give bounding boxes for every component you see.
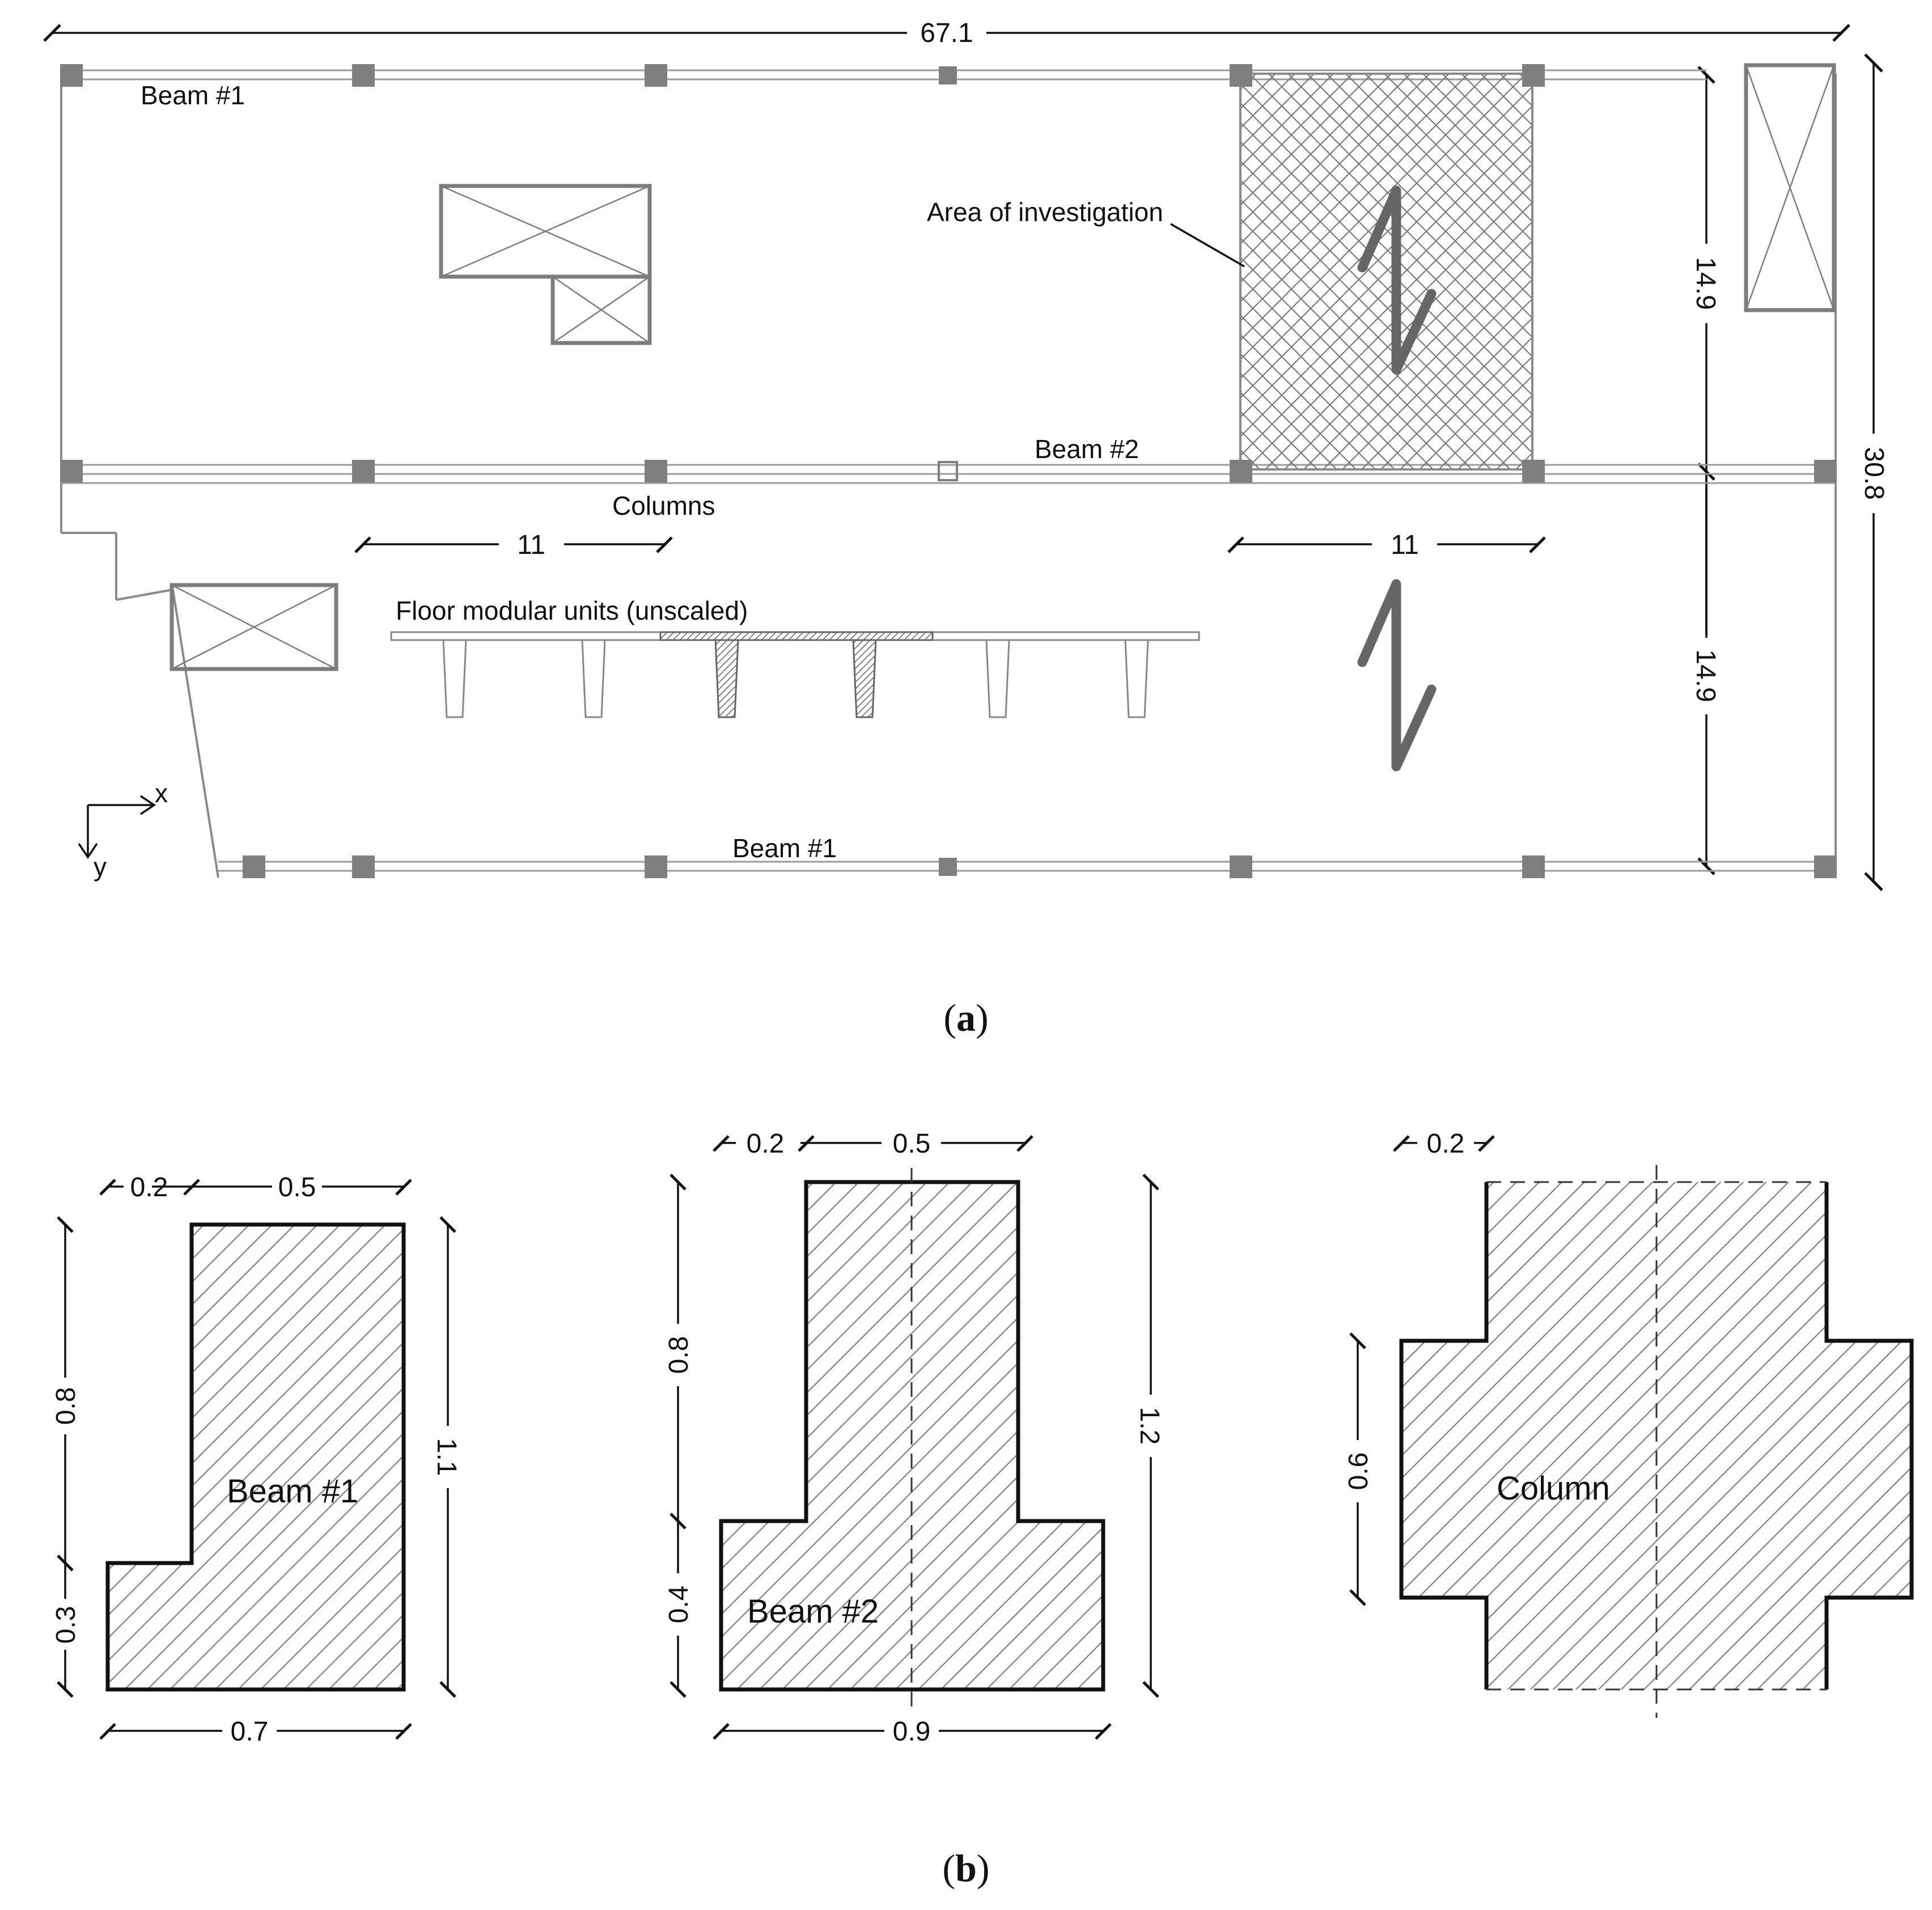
caption-a: (a) — [943, 996, 988, 1039]
beam2-dim-top-right: 0.5 — [893, 1129, 931, 1159]
beam1-dim-top-right: 0.5 — [278, 1172, 316, 1202]
beam2-dim-left-lower: 0.4 — [664, 1586, 694, 1624]
beam1-section-label: Beam #1 — [227, 1473, 358, 1510]
beam2-dim-top-left: 0.2 — [747, 1129, 785, 1159]
column — [645, 64, 667, 87]
beam1-dim-right: 1.1 — [431, 1438, 461, 1476]
column — [352, 856, 375, 878]
column — [352, 460, 375, 482]
floor-unit-rib — [1124, 639, 1149, 718]
building-outline — [60, 74, 1837, 878]
span-direction-mark-top — [1357, 185, 1437, 375]
beam2-dim-bottom: 0.9 — [893, 1717, 931, 1747]
opening-bottom-left — [170, 583, 338, 671]
column-spacing-right-label: 11 — [1391, 530, 1419, 560]
axes-indicator: x y — [78, 778, 168, 882]
caption-b: (b) — [942, 1847, 989, 1890]
floor-unit-rib-hatched — [714, 639, 739, 718]
floor-unit-rib — [985, 639, 1010, 718]
beam2-dim-right: 1.2 — [1134, 1407, 1164, 1445]
label-beam1-top: Beam #1 — [141, 81, 245, 110]
axis-y-label: y — [94, 852, 107, 882]
opening-top-right — [1744, 63, 1836, 312]
dimension-column-spacing-left: 11 — [354, 530, 673, 560]
column — [939, 858, 957, 876]
column — [1522, 64, 1545, 87]
columns — [60, 64, 1837, 878]
column — [1230, 64, 1252, 87]
span-direction-mark-bottom — [1357, 579, 1437, 772]
floor-unit-rib — [581, 639, 606, 718]
column — [1814, 856, 1837, 878]
column — [645, 460, 667, 482]
column — [1230, 856, 1252, 878]
opening-l-shaped — [439, 184, 652, 345]
column — [243, 856, 265, 878]
column — [1814, 460, 1837, 482]
floor-plan-panel: 67.1 30.8 14.9 14.9 — [43, 18, 1889, 891]
section-beam1: Beam #1 0.2 0.5 0.7 0.8 0.3 — [51, 1172, 461, 1747]
area-leader-line — [1170, 223, 1245, 268]
column — [1522, 856, 1545, 878]
dimension-overall-length: 67.1 — [43, 18, 1850, 48]
beam1-dim-left-lower: 0.3 — [51, 1606, 81, 1644]
beam2-dim-left-upper: 0.8 — [664, 1336, 694, 1374]
label-columns: Columns — [612, 491, 715, 520]
column — [1522, 460, 1545, 482]
beam1-dim-bottom: 0.7 — [231, 1717, 269, 1747]
dimension-column-spacing-right: 11 — [1227, 530, 1546, 560]
column — [352, 64, 375, 87]
overall-length-label: 67.1 — [920, 18, 973, 48]
column-section-outline-left — [1399, 1182, 1489, 1689]
column-section-label: Column — [1497, 1470, 1610, 1507]
label-area-of-investigation: Area of investigation — [927, 197, 1163, 227]
floor-unit-rib-hatched — [852, 639, 877, 718]
floor-modular-units — [390, 631, 1200, 718]
beam1-section-shape — [105, 1222, 406, 1692]
column — [645, 856, 667, 878]
axis-x-label: x — [155, 778, 168, 808]
column-dim-left: 0.6 — [1344, 1452, 1374, 1490]
bay-width-bottom-label: 14.9 — [1690, 649, 1721, 702]
label-floor-units: Floor modular units (unscaled) — [396, 596, 748, 625]
overall-width-label: 30.8 — [1859, 447, 1889, 499]
dimension-bay-widths: 14.9 14.9 — [1690, 66, 1721, 875]
column — [60, 64, 83, 87]
column-section-outline-right — [1824, 1182, 1914, 1689]
beam1-dim-top-left: 0.2 — [130, 1172, 168, 1202]
beam1-dim-left-upper: 0.8 — [51, 1387, 81, 1425]
column — [939, 66, 957, 84]
cross-sections-panel: Beam #1 0.2 0.5 0.7 0.8 0.3 — [51, 1129, 1914, 1747]
beam2-section-label: Beam #2 — [747, 1593, 879, 1630]
column — [938, 461, 958, 481]
bay-width-top-label: 14.9 — [1690, 257, 1721, 310]
label-beam1-bottom: Beam #1 — [732, 833, 837, 863]
column-dim-top: 0.2 — [1427, 1129, 1465, 1159]
column — [60, 460, 83, 482]
column — [1230, 460, 1252, 482]
column-spacing-left-label: 11 — [517, 530, 545, 560]
label-beam2: Beam #2 — [1035, 434, 1139, 464]
section-beam2: Beam #2 0.2 0.5 0.9 0.8 0.4 — [664, 1129, 1164, 1747]
dimension-overall-width: 30.8 — [1859, 53, 1889, 891]
area-of-investigation — [1239, 73, 1533, 471]
floor-unit-rib — [442, 639, 467, 718]
beam-line-bottom — [218, 861, 1836, 872]
section-column: Column 0.2 0.6 — [1344, 1129, 1914, 1718]
